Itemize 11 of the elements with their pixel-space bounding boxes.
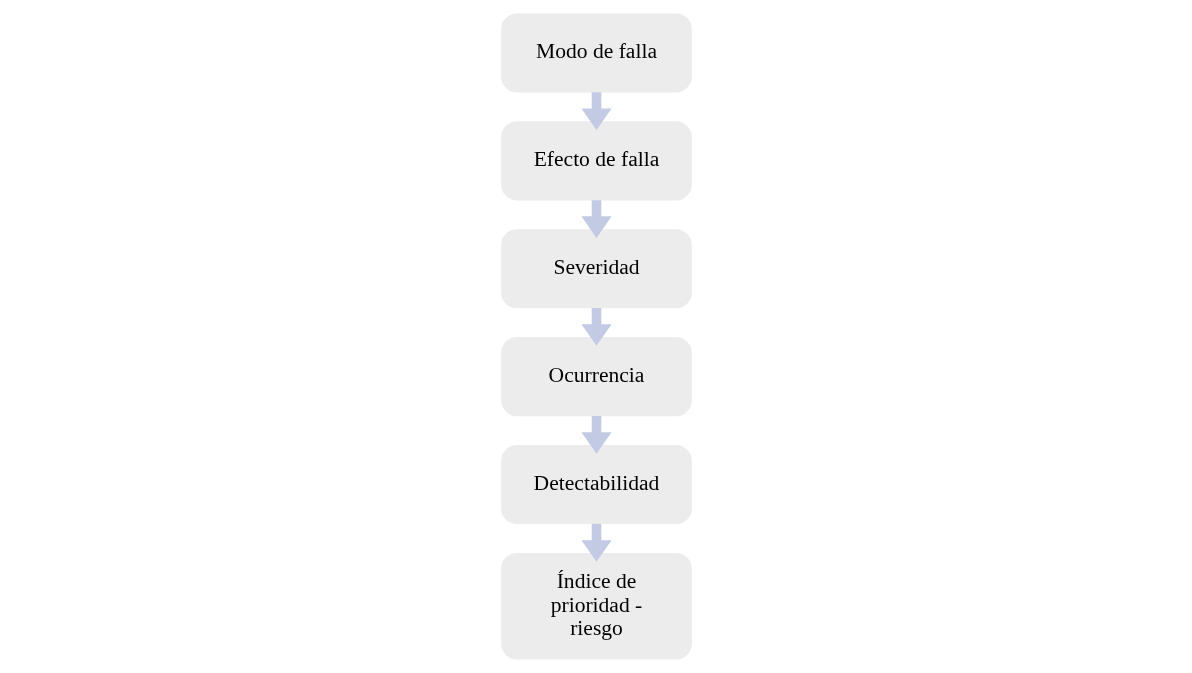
arrow [580, 92, 612, 130]
node-box: Ocurrencia [500, 337, 692, 417]
node-box: Modo de falla [500, 13, 692, 93]
arrow [580, 308, 612, 346]
arrow [580, 200, 612, 238]
node-box: Severidad [500, 229, 692, 309]
node-box: Efecto de falla [500, 121, 692, 201]
node-box: Detectabilidad [500, 445, 692, 525]
arrow [580, 523, 612, 562]
node-box: Índice de prioridad - riesgo [500, 552, 692, 660]
arrow [580, 415, 612, 454]
